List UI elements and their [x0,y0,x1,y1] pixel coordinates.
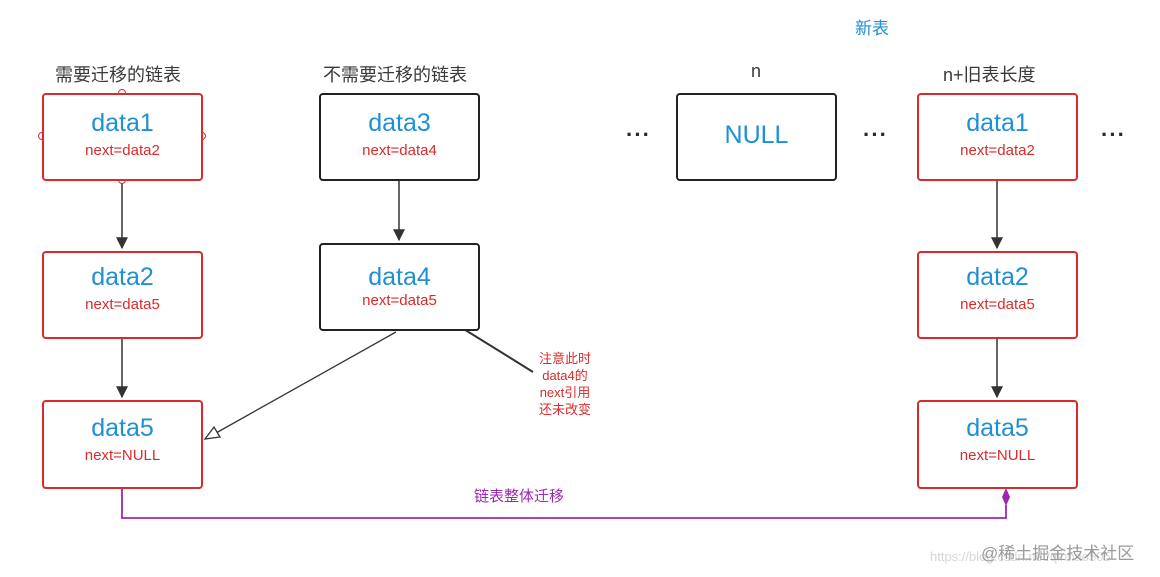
watermark-brand: @稀土掘金技术社区 [981,544,1135,563]
node-data5-left[interactable]: data5 next=NULL [42,400,203,489]
node-null[interactable]: NULL [676,93,837,181]
ellipsis-1: ··· [626,122,651,147]
migration-diamond [1002,488,1010,506]
hollow-arrowhead [203,425,222,440]
node-data1-left[interactable]: data1 next=data2 [42,93,203,181]
need-migrate-label: 需要迁移的链表 [55,65,181,85]
note-line: 还未改变 [538,402,591,417]
no-migrate-label: 不需要迁移的链表 [323,65,467,85]
node-data2-left[interactable]: data2 next=data5 [42,251,203,339]
node-next: next=NULL [84,447,161,464]
null-label: NULL [724,121,789,149]
node-data4[interactable]: data4 next=data5 [319,243,480,331]
node-data3[interactable]: data3 next=data4 [319,93,480,181]
migration-connector [121,488,1007,519]
node-next: next=data2 [85,142,160,159]
node-next: next=data5 [362,292,437,309]
node-title: data2 [91,263,154,291]
index-n-plus-label: n+旧表长度 [943,65,1036,85]
node-title: data3 [368,109,431,137]
node-next: next=data4 [362,142,437,159]
node-title: data5 [966,414,1029,442]
node-next: next=data2 [960,142,1035,159]
node-data5-right[interactable]: data5 next=NULL [917,400,1078,489]
note-line: data4的 [542,368,588,383]
index-n-label: n [751,61,762,81]
arrow-data4-to-data5 [215,331,397,434]
node-title: data5 [91,414,154,442]
node-title: data2 [966,263,1029,291]
ellipsis-3: ··· [1101,122,1126,147]
node-data2-right[interactable]: data2 next=data5 [917,251,1078,339]
annotation-note: 注意此时 data4的 next引用 还未改变 [525,350,605,418]
new-table-label: 新表 [855,19,889,38]
watermark-faint-url: https://blog.csdn.net/qinhao505 [930,549,1111,564]
node-title: data1 [966,109,1029,137]
node-next: next=data5 [960,296,1035,313]
migration-label: 链表整体迁移 [474,488,565,505]
node-title: data1 [91,109,154,137]
node-title: data4 [368,263,431,291]
node-data1-right[interactable]: data1 next=data2 [917,93,1078,181]
note-line: next引用 [539,385,591,400]
node-next: next=data5 [85,296,160,313]
note-line: 注意此时 [538,351,591,366]
node-next: next=NULL [959,447,1036,464]
ellipsis-2: ··· [863,122,888,147]
